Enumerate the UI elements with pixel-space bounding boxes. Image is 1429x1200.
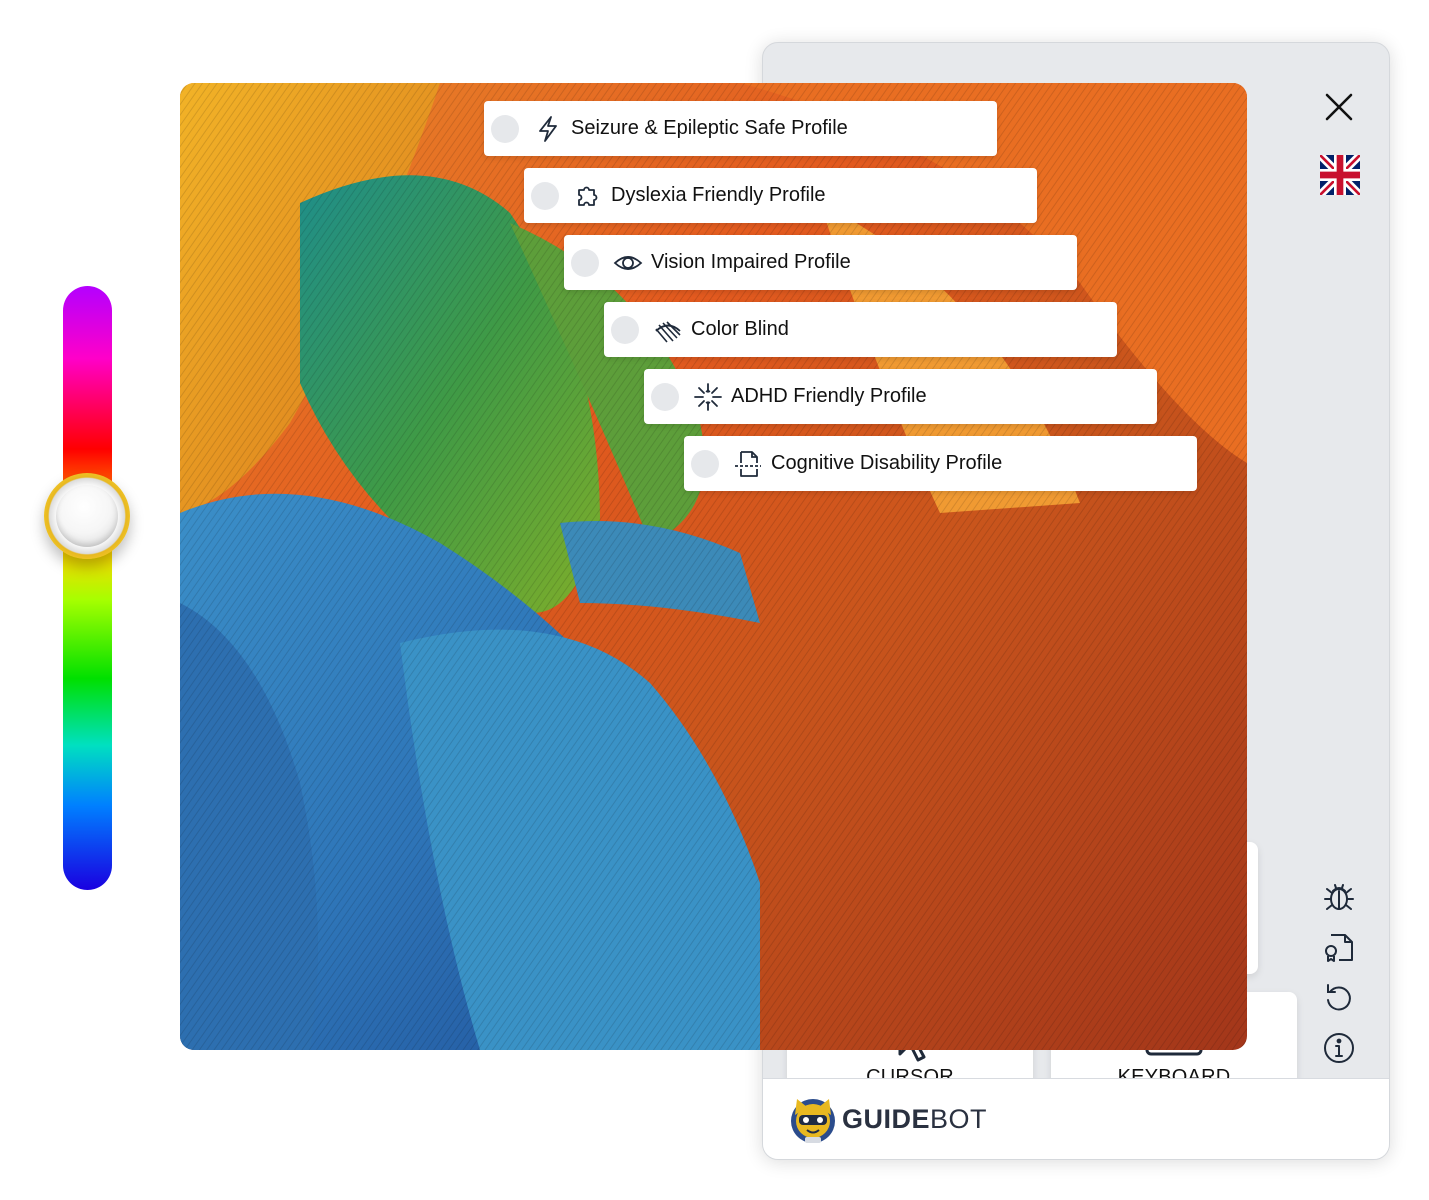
bug-icon[interactable] [1321, 879, 1357, 915]
reset-icon[interactable] [1321, 980, 1357, 1016]
profile-label: ADHD Friendly Profile [731, 385, 927, 407]
document-report-icon[interactable] [1321, 929, 1357, 965]
close-icon[interactable] [1321, 89, 1357, 125]
profile-toggle[interactable] [611, 315, 639, 344]
profile-toggle[interactable] [531, 181, 559, 210]
profile-label: Vision Impaired Profile [651, 251, 851, 273]
profile-toggle[interactable] [651, 382, 679, 411]
eye-icon [613, 255, 643, 270]
profile-option-3[interactable]: Color Blind [604, 302, 1117, 357]
profile-label: Cognitive Disability Profile [771, 452, 1003, 474]
profile-toggle[interactable] [491, 114, 519, 143]
profile-option-5[interactable]: Cognitive Disability Profile [684, 436, 1197, 491]
feather-background-image [180, 83, 1247, 1050]
document-icon [735, 450, 761, 477]
puzzle-icon [578, 186, 598, 206]
hue-slider-track[interactable] [63, 286, 112, 890]
eye-slash-icon [655, 320, 681, 343]
profile-toggle[interactable] [571, 248, 599, 277]
profile-toggle[interactable] [691, 449, 719, 478]
profile-label: Seizure & Epileptic Safe Profile [571, 117, 848, 139]
profile-label: Dyslexia Friendly Profile [611, 184, 826, 206]
profile-option-2[interactable]: Vision Impaired Profile [564, 235, 1077, 290]
profile-option-1[interactable]: Dyslexia Friendly Profile [524, 168, 1037, 223]
focus-icon [694, 382, 722, 411]
profile-label: Color Blind [691, 318, 789, 340]
lightning-icon [539, 115, 557, 142]
info-icon[interactable] [1321, 1030, 1357, 1066]
hue-slider-knob[interactable] [44, 472, 130, 559]
profile-option-4[interactable]: ADHD Friendly Profile [644, 369, 1157, 424]
uk-flag-icon[interactable] [1320, 155, 1360, 195]
brand-name: GUIDEBOT [842, 1104, 988, 1134]
guidebot-logo-icon [791, 1099, 835, 1143]
profile-option-0[interactable]: Seizure & Epileptic Safe Profile [484, 101, 997, 156]
panel-footer: GUIDEBOT [763, 1078, 1389, 1159]
